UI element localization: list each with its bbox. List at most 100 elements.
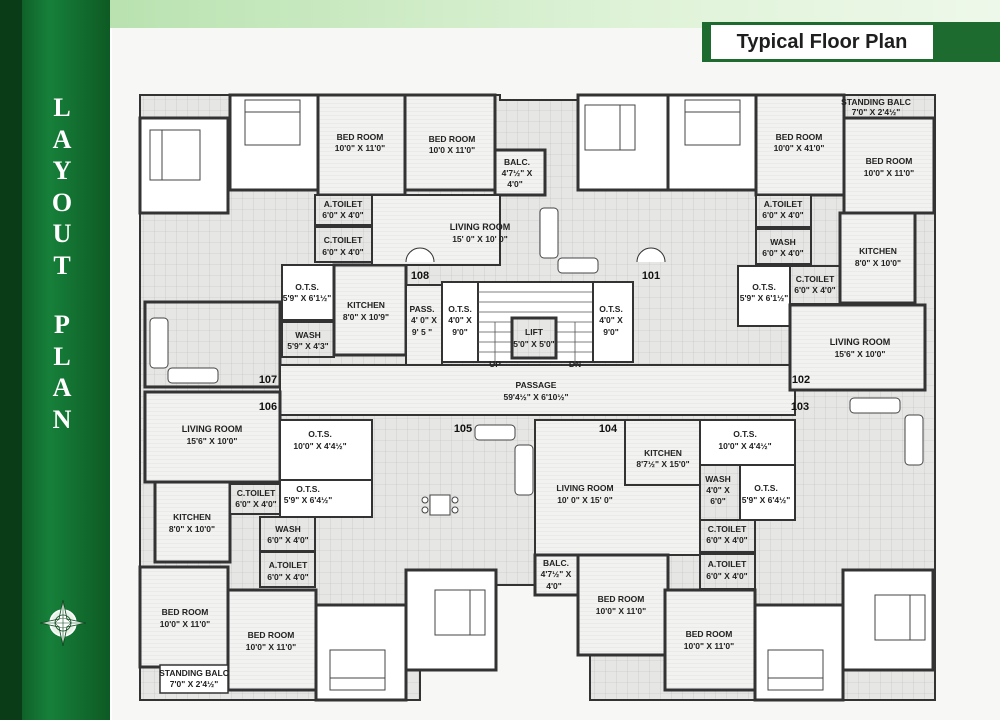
room-size: 5'0" X 5'0" bbox=[513, 339, 554, 349]
flat-number: 107 bbox=[259, 374, 277, 386]
room-size: 15'6" X 10'0" bbox=[835, 349, 886, 359]
room-size: 8'0" X 10'9" bbox=[343, 312, 389, 322]
room-name: C.TOILET bbox=[708, 524, 747, 534]
room-name: C.TOILET bbox=[237, 488, 276, 498]
room-name: LIVING ROOM bbox=[556, 483, 613, 493]
title-letter: L bbox=[53, 93, 71, 122]
title-letter: L bbox=[53, 341, 71, 371]
room-name: A.TOILET bbox=[324, 199, 363, 209]
room-size: 9'0" bbox=[603, 327, 619, 337]
flat-numbers: 108 101 107 102 106 103 105 104 bbox=[259, 247, 810, 435]
room-name: PASSAGE bbox=[516, 380, 557, 390]
room-size: 10'0" X 11'0" bbox=[335, 143, 385, 153]
room-name: WASH bbox=[705, 474, 731, 484]
room-name: O.T.S. bbox=[296, 484, 320, 494]
room-name: WASH bbox=[275, 524, 301, 534]
room-size: 15' 0" X 10' 0" bbox=[452, 234, 508, 244]
room-size: 4' 0" X bbox=[411, 315, 437, 325]
title-letter: A bbox=[52, 124, 72, 154]
room-size: 7'0" X 2'4½" bbox=[170, 679, 219, 689]
staircase bbox=[478, 291, 593, 365]
room-name: C.TOILET bbox=[324, 235, 363, 245]
room-size: 4'0" bbox=[507, 179, 523, 189]
room-size: 6'0" X 4'0" bbox=[235, 499, 276, 509]
room-size: 10' 0" X 15' 0" bbox=[557, 495, 613, 505]
room-size: 4'0" X bbox=[599, 315, 623, 325]
room-size: 10'0" X 11'0" bbox=[160, 619, 210, 629]
room-size: 7'0" X 2'4½" bbox=[852, 107, 901, 117]
bed-furniture bbox=[149, 99, 926, 691]
flat-number: 104 bbox=[599, 423, 618, 435]
flat-number: 102 bbox=[792, 374, 810, 386]
room-name: LIVING ROOM bbox=[830, 337, 891, 347]
title-accent bbox=[930, 22, 1000, 62]
room-size: 10'0" X 11'0" bbox=[596, 606, 646, 616]
room-size: 6'0" X 4'0" bbox=[322, 210, 363, 220]
room-size: 10'0" X 11'0" bbox=[864, 168, 914, 178]
room-size: 4'7½" X bbox=[502, 168, 533, 178]
room-name: BED ROOM bbox=[686, 629, 733, 639]
room-name: BED ROOM bbox=[598, 594, 645, 604]
room-name: BALC. bbox=[543, 558, 569, 568]
room-size: 6'0" bbox=[710, 496, 726, 506]
room-name: LIVING ROOM bbox=[450, 222, 511, 232]
room-size: 4'7½" X bbox=[541, 569, 572, 579]
room-size: 6'0" X 4'0" bbox=[794, 285, 835, 295]
room-name: WASH bbox=[770, 237, 796, 247]
room-labels: BED ROOM 10'0" X 11'0" BED ROOM 10'0 X 1… bbox=[159, 97, 914, 689]
room-size: 10'0" X 41'0" bbox=[774, 143, 825, 153]
room-size: 8'0" X 10'0" bbox=[169, 524, 215, 534]
room-size: 4'0" X bbox=[706, 485, 730, 495]
room-name: LIFT bbox=[525, 327, 544, 337]
room-name: A.TOILET bbox=[708, 559, 747, 569]
room-name: PASS. bbox=[410, 304, 435, 314]
room-size: 6'0" X 4'0" bbox=[706, 535, 747, 545]
flat-number: 106 bbox=[259, 401, 277, 413]
room-size: 5'9" X 6'1½" bbox=[283, 293, 332, 303]
room-name: KITCHEN bbox=[859, 246, 897, 256]
room-size: 10'0" X 4'4½" bbox=[293, 441, 346, 451]
room-name: A.TOILET bbox=[764, 199, 803, 209]
compass-rose-icon bbox=[39, 599, 87, 647]
room-name: KITCHEN bbox=[644, 448, 682, 458]
stair-up-label: UP bbox=[489, 359, 501, 369]
room-size: 5'9" X 4'3" bbox=[287, 341, 328, 351]
room-name: O.T.S. bbox=[754, 483, 778, 493]
room-name: KITCHEN bbox=[347, 300, 385, 310]
room-size: 6'0" X 4'0" bbox=[322, 247, 363, 257]
room-name: BED ROOM bbox=[337, 132, 384, 142]
room-name: KITCHEN bbox=[173, 512, 211, 522]
room-size: 4'0" X bbox=[448, 315, 472, 325]
room-size: 5'9" X 6'4½" bbox=[284, 495, 333, 505]
title-letter: N bbox=[52, 404, 72, 434]
room-name: O.T.S. bbox=[448, 304, 472, 314]
room-name: O.T.S. bbox=[599, 304, 623, 314]
title-letter: T bbox=[53, 250, 71, 280]
room-size: 10'0 X 11'0" bbox=[429, 145, 475, 155]
room-name: STANDING BALC bbox=[841, 97, 911, 107]
room-name: LIVING ROOM bbox=[182, 424, 243, 434]
room-name: O.T.S. bbox=[752, 282, 776, 292]
room-name: BALC. bbox=[504, 157, 530, 167]
title-letter: O bbox=[51, 187, 73, 217]
room-size: 5'9" X 6'4½" bbox=[742, 495, 791, 505]
room-name: O.T.S. bbox=[295, 282, 319, 292]
room-size: 15'6" X 10'0" bbox=[187, 436, 238, 446]
room-name: WASH bbox=[295, 330, 321, 340]
flat-number: 105 bbox=[454, 423, 472, 435]
room-size: 4'0" bbox=[546, 581, 562, 591]
room-size: 6'0" X 4'0" bbox=[762, 210, 803, 220]
room-size: 10'0" X 11'0" bbox=[246, 642, 296, 652]
vertical-title: L A Y O U T P L A N bbox=[40, 92, 84, 435]
title-box: Typical Floor Plan bbox=[708, 22, 936, 62]
room-name: BED ROOM bbox=[866, 156, 913, 166]
room-name: BED ROOM bbox=[429, 134, 476, 144]
room-size: 9'0" bbox=[452, 327, 468, 337]
sofa-furniture bbox=[149, 207, 924, 496]
room-name: C.TOILET bbox=[796, 274, 835, 284]
room-size: 59'4½" X 6'10½" bbox=[503, 392, 568, 402]
room-size: 6'0" X 4'0" bbox=[706, 571, 747, 581]
sidebar-spine bbox=[0, 0, 22, 720]
room-name: BED ROOM bbox=[162, 607, 209, 617]
room-size: 6'0" X 4'0" bbox=[267, 535, 308, 545]
